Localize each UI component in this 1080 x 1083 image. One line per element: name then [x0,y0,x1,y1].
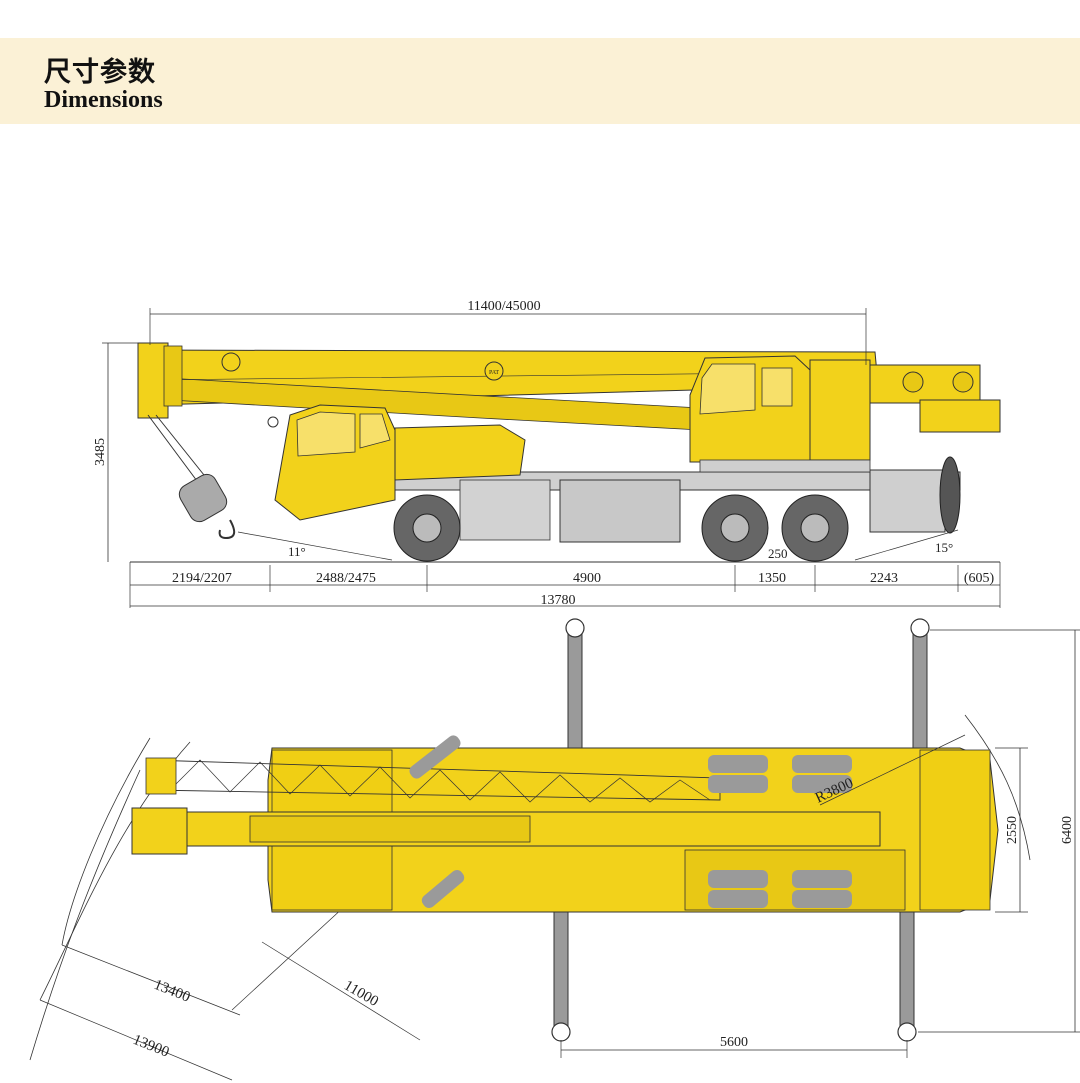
approach-angle: 11° [288,544,306,559]
outrigger-pad-icon [897,1022,917,1042]
rear-outrigger-box [869,469,946,533]
ground-clearance: 250 [768,546,788,561]
counterweight-top [919,749,991,911]
turning-arc-inner [61,737,151,946]
wheels [393,456,961,562]
outrigger-pad-icon [551,1022,571,1042]
top-view: 11000 13400 13900 [29,618,1080,1081]
turning-radius-mid-label: 13400 [152,977,193,1006]
spare-wheel-icon [939,456,961,534]
page-title-chinese: 尺寸参数 [44,57,156,88]
operator-cab [689,355,871,473]
mirror-icon [267,416,279,428]
outrigger-span-longitudinal-label: 5600 [720,1035,748,1050]
crane-boom: PAT [137,342,879,431]
boom-badge-label: PAT [489,370,499,376]
rear-overhang-label: (605) [964,571,995,586]
turning-radius-outer-label: 13900 [131,1032,172,1061]
counterweight [869,364,1001,433]
hook-icon [218,519,236,540]
tail-swing-arc [964,714,1031,861]
outrigger-pad-icon [910,618,930,638]
hook-assembly [147,414,236,540]
outriggers [551,618,930,1042]
boom-pulley-icon [221,352,241,372]
main-boom-top [131,807,881,855]
approach-angle-line [237,531,393,561]
outrigger-span-transverse-label: 6400 [1060,816,1075,844]
equipment-box [459,479,551,541]
pat-badge-icon [484,361,504,381]
lattice-jib [145,757,721,803]
boom-length-label: 11400/45000 [467,299,540,314]
turning-radius-inner-label: 11000 [341,978,381,1010]
height-label: 3485 [93,438,108,466]
cab-to-axle-label: 2488/2475 [316,571,376,586]
side-view: PAT [93,299,1001,608]
winch-icon [952,371,974,393]
turning-arc-outer [29,769,141,1061]
front-overhang-label: 2194/2207 [172,571,232,586]
driver-cab [267,404,526,521]
wheelbase-1-label: 4900 [573,571,601,586]
boom-head-top [131,807,188,855]
total-length-label: 13780 [541,593,576,608]
vehicle-width-label: 2550 [1005,816,1020,844]
fuel-tank [559,479,681,543]
departure-angle: 15° [935,540,953,555]
wheelbase-2-label: 1350 [758,571,786,586]
header-band [0,38,1080,124]
page-title-english: Dimensions [44,87,163,113]
stowed-pads [409,735,852,908]
pivot-icon [902,371,924,393]
outrigger-pad-icon [565,618,585,638]
rear-section-label: 2243 [870,571,898,586]
departure-angle-line [854,529,959,561]
